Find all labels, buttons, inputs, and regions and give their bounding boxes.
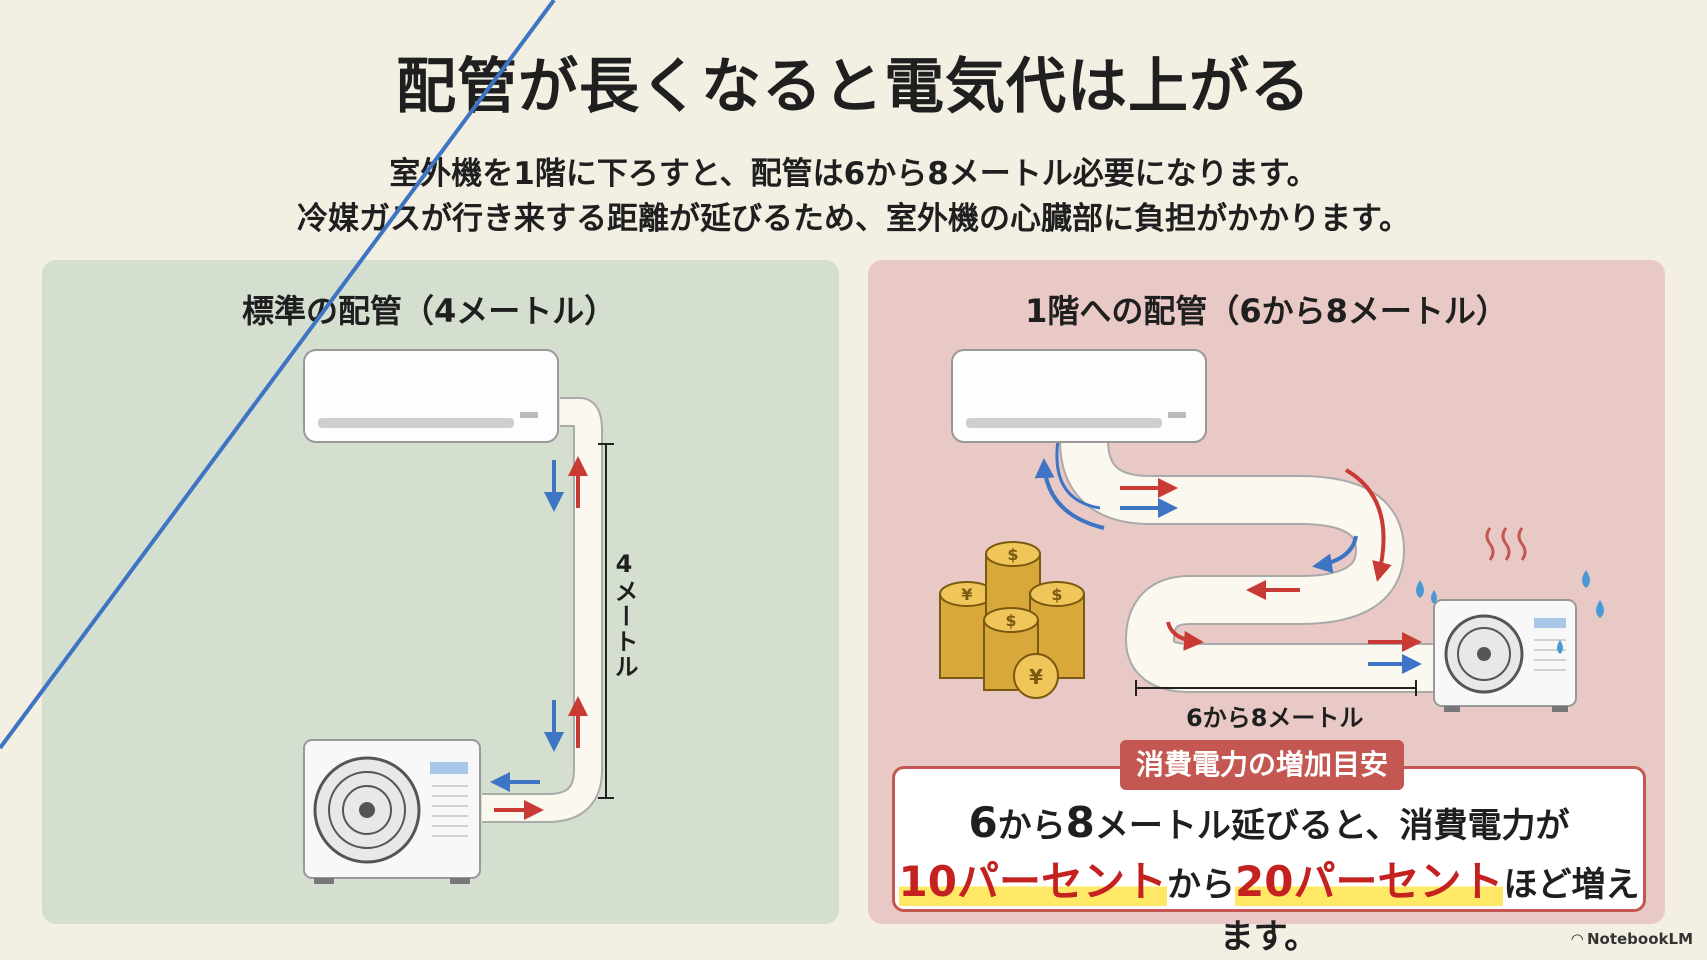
- outdoor-unit-icon: [303, 739, 481, 884]
- info-num-2: 8: [1065, 798, 1095, 847]
- coin-symbol: ¥: [1029, 665, 1043, 689]
- left-pipe: [482, 397, 603, 823]
- water-drop-icon: [1416, 570, 1604, 654]
- power-increase-line-2: 10パーセントから20パーセントほど増えます。: [892, 848, 1646, 958]
- right-length-dimension: [1135, 680, 1417, 696]
- brand-label: NotebookLM: [1586, 930, 1693, 948]
- info-num-1: 6: [968, 798, 998, 847]
- extended-length-label: 6から8メートル: [1186, 704, 1364, 732]
- indoor-unit-icon: [951, 349, 1207, 443]
- power-increase-badge: 消費電力の増加目安: [1120, 740, 1405, 790]
- info-highlight-2: 20パーセント: [1235, 857, 1504, 906]
- right-flow-arrows: [1034, 439, 1422, 674]
- notebooklm-brand: ◠NotebookLM: [1571, 930, 1693, 948]
- coin-symbol: $: [1007, 545, 1018, 564]
- indoor-unit-icon: [303, 349, 559, 443]
- first-floor-piping-title: 1階への配管（6から8メートル）: [1025, 292, 1508, 330]
- coin-symbol: ¥: [961, 585, 972, 604]
- outdoor-unit-icon: [1433, 599, 1577, 712]
- coin-stack-icon: ¥ $ $ $ ¥: [939, 541, 1085, 699]
- coin-symbol: $: [1005, 611, 1016, 630]
- page-title: 配管が長くなると電気代は上がる: [396, 52, 1311, 122]
- subtitle-line-2: 冷媒ガスが行き来する距離が延びるため、室外機の心臓部に負担がかかります。: [297, 201, 1410, 237]
- info-highlight-1: 10パーセント: [898, 857, 1167, 906]
- power-increase-line-1: 6から8メートル延びると、消費電力が: [892, 798, 1646, 847]
- left-flow-arrows: [0, 0, 588, 820]
- info-rest-2: ほど増えます。: [1219, 865, 1640, 957]
- info-mid-1: から: [997, 806, 1066, 846]
- notebooklm-icon: ◠: [1571, 930, 1583, 948]
- subtitle-line-1: 室外機を1階に下ろすと、配管は6から8メートル必要になります。: [389, 156, 1318, 192]
- standard-length-label: 4メートル: [610, 550, 638, 679]
- left-length-dimension: [598, 443, 614, 799]
- standard-piping-title: 標準の配管（4メートル）: [242, 292, 617, 330]
- coin-symbol: $: [1051, 585, 1062, 604]
- info-rest-1: メートル延びると、消費電力が: [1094, 806, 1570, 846]
- info-mid-2: から: [1167, 865, 1235, 905]
- heat-wave-icon: [1485, 527, 1527, 561]
- right-pipe: [1059, 438, 1440, 693]
